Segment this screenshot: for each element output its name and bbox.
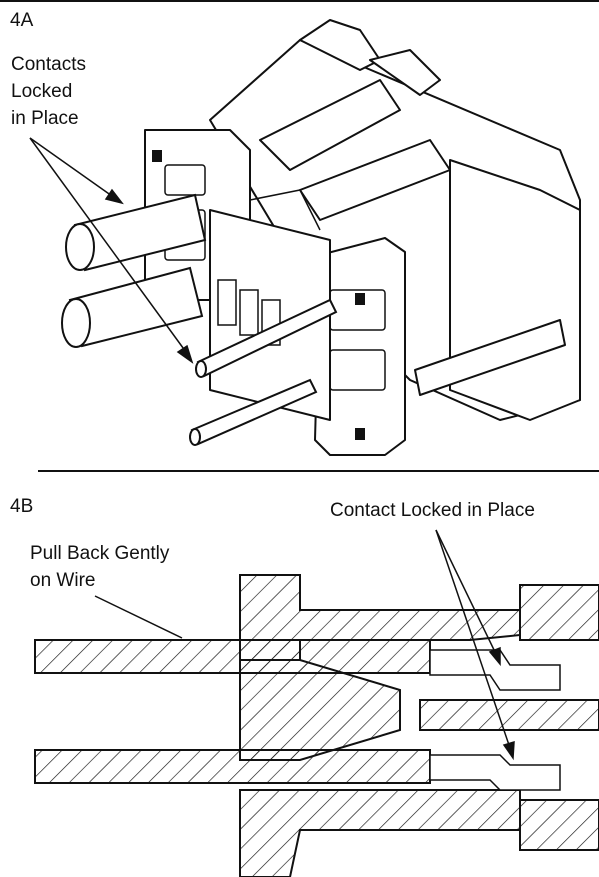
panel-a-callout-line-1: Contacts [11, 54, 86, 75]
panel-a-tag: 4A [10, 10, 34, 31]
panel-b-pull-callout-line-2: on Wire [30, 570, 96, 591]
top-rule [0, 0, 599, 2]
panel-divider [38, 470, 599, 472]
panel-b-contact-callout: Contact Locked in Place [330, 500, 535, 521]
panel-a-callout-line-2: Locked [11, 81, 73, 102]
connector-isometric-illustration [29, 19, 581, 456]
panel-b-tag: 4B [10, 496, 34, 517]
panel-b-pull-callout-line-1: Pull Back Gently [30, 543, 170, 564]
panel-a-callout-line-3: in Place [11, 108, 79, 129]
